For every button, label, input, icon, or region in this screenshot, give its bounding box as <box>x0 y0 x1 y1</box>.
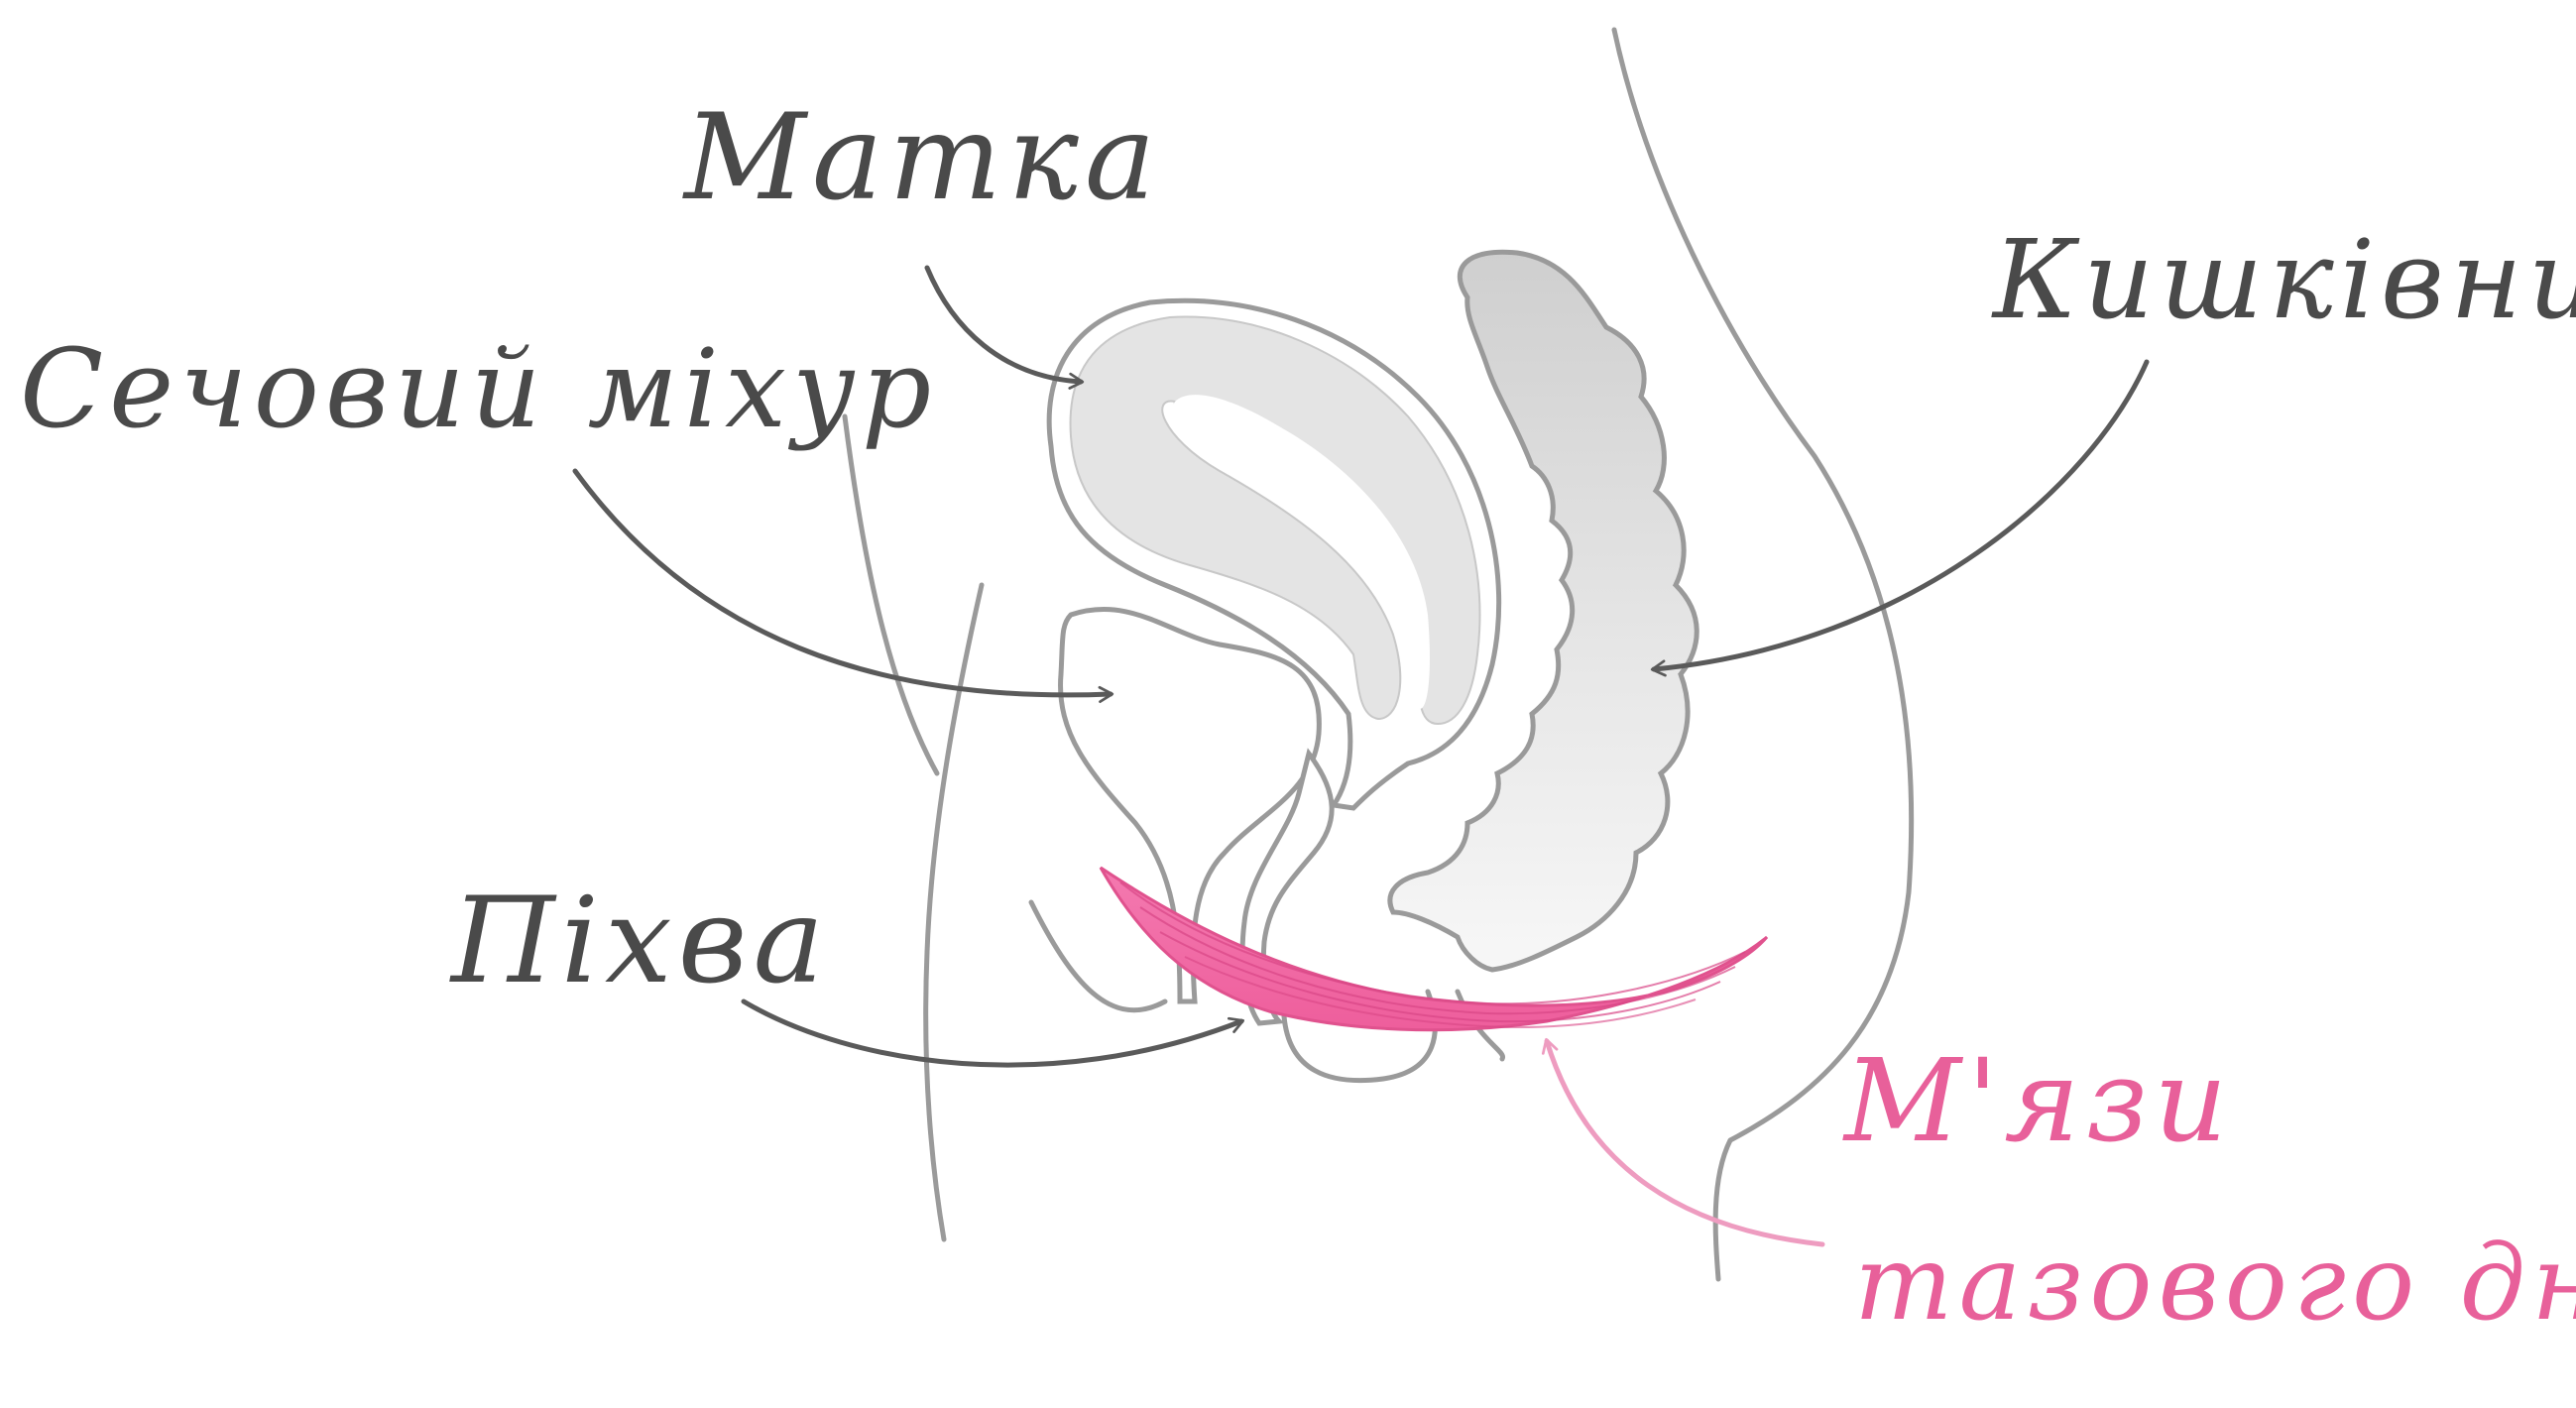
arrow-vagina <box>744 1001 1241 1065</box>
front-body-line-outer <box>845 416 937 773</box>
label-vagina: Піхва <box>449 873 830 1010</box>
label-uterus: Матка <box>682 89 1161 227</box>
arrow-bladder <box>575 471 1111 695</box>
label-pelvic-floor-line2: тазового дна <box>1854 1223 2576 1344</box>
label-rectum: Кишківник <box>1991 216 2576 343</box>
arrow-rectum <box>1654 362 2147 669</box>
label-bladder: Сечовий міхур <box>20 325 937 452</box>
arrow-pelvic-floor <box>1547 1041 1822 1244</box>
label-pelvic-floor-line1: М'язи <box>1842 1035 2233 1168</box>
arrow-uterus <box>927 268 1081 382</box>
